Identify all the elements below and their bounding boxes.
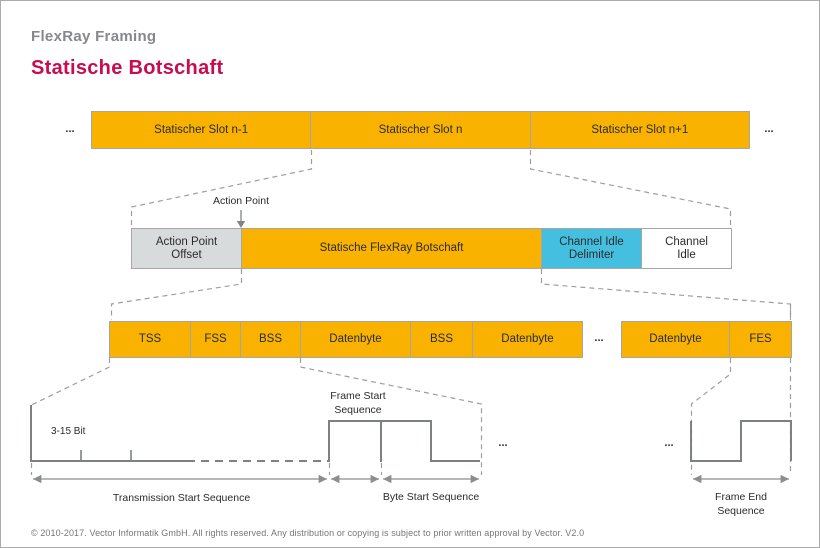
datenbyte-box-2: Datenbyte: [472, 321, 583, 358]
bss-box-1: BSS: [240, 321, 301, 358]
slot-n-minus-1-box: Statischer Slot n-1: [91, 111, 312, 149]
connector-fes-left-to-waveform: [690, 358, 732, 475]
fes-box: FES: [729, 321, 792, 358]
channel-idle-box: Channel Idle: [641, 228, 732, 269]
transmission-start-sequence-label: Transmission Start Sequence: [112, 492, 251, 504]
page-title: Statische Botschaft: [31, 57, 224, 79]
slot-ellipsis-left: ...: [65, 123, 75, 135]
connector-frame-to-byte-right: [540, 269, 792, 320]
category-title: FlexRay Framing: [31, 28, 157, 45]
copyright-notice: © 2010-2017. Vector Informatik GmbH. All…: [31, 528, 585, 538]
static-flexray-message-box: Statische FlexRay Botschaft: [241, 228, 542, 269]
slot-ellipsis-right: ...: [764, 123, 774, 135]
waveform-ellipsis-mid: ...: [498, 437, 508, 449]
byte-row-right: Datenbyte FES: [621, 321, 792, 358]
action-point-offset-box: Action Point Offset: [131, 228, 242, 269]
waveform-fss-bss: [328, 420, 480, 462]
frame-row: Action Point Offset Statische FlexRay Bo…: [131, 228, 732, 269]
slot-n-plus-1-box: Statischer Slot n+1: [529, 111, 750, 149]
frame-end-sequence-label: Frame End Sequence: [715, 491, 767, 517]
slot-n-box: Statischer Slot n: [310, 111, 531, 149]
frame-start-sequence-label: Frame Start Sequence: [330, 390, 386, 416]
byte-start-sequence-label: Byte Start Sequence: [382, 491, 480, 503]
action-point-arrow-head: [236, 221, 246, 228]
connector-slot-to-frame-left: [130, 150, 313, 227]
connector-slot-to-frame-right: [529, 150, 732, 227]
waveform-fes: [690, 420, 792, 462]
channel-idle-delimiter-box: Channel Idle Delimiter: [541, 228, 642, 269]
bss-box-2: BSS: [410, 321, 473, 358]
tss-box: TSS: [109, 321, 191, 358]
fss-box: FSS: [190, 321, 241, 358]
byte-row-left: TSS FSS BSS Datenbyte BSS Datenbyte: [109, 321, 583, 358]
static-slot-row: Statischer Slot n-1 Statischer Slot n St…: [91, 111, 750, 149]
datenbyte-box-1: Datenbyte: [300, 321, 411, 358]
bits-label: 3-15 Bit: [51, 426, 86, 437]
waveform-ellipsis-right: ...: [664, 437, 674, 449]
action-point-label: Action Point: [212, 195, 270, 207]
connector-frame-to-byte-left: [110, 269, 243, 320]
datenbyte-box-3: Datenbyte: [621, 321, 730, 358]
byte-ellipsis: ...: [594, 332, 604, 344]
connector-tss-to-waveform: [31, 358, 111, 406]
